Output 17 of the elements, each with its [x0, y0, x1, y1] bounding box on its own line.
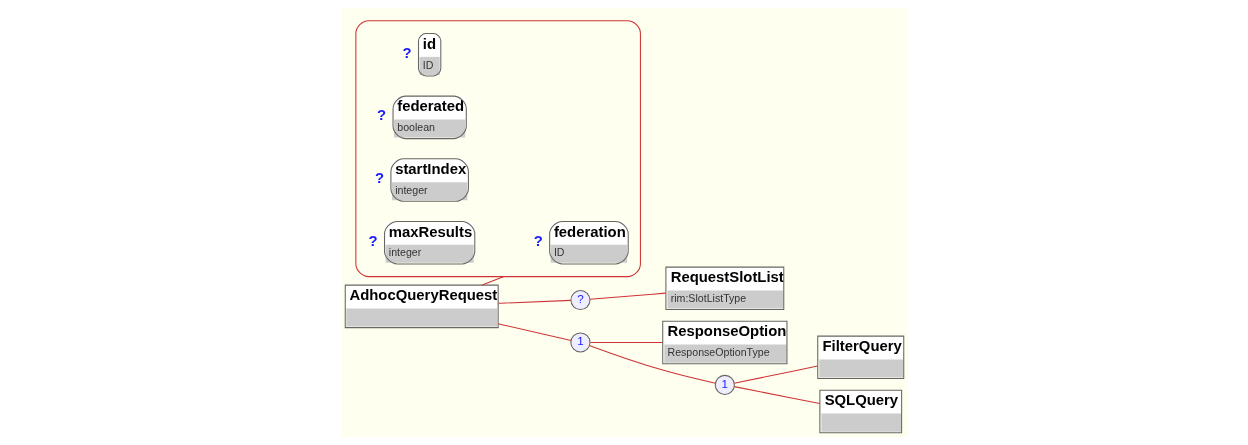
connector	[733, 386, 820, 405]
node-label: ?	[376, 107, 386, 124]
connector	[588, 345, 716, 384]
node-circle: 1	[569, 332, 590, 353]
node-label: ?	[533, 232, 543, 249]
node-label: ?	[368, 232, 378, 249]
node-circle: 1	[714, 374, 735, 396]
cluster	[354, 20, 641, 278]
node-circle: ?	[569, 289, 590, 311]
connector	[589, 341, 663, 343]
node-label: ?	[402, 44, 412, 61]
connector	[481, 276, 504, 286]
connector	[588, 292, 666, 300]
connector	[497, 299, 571, 304]
connector	[733, 365, 818, 384]
connector	[497, 323, 572, 342]
node-label: ?	[374, 169, 384, 186]
